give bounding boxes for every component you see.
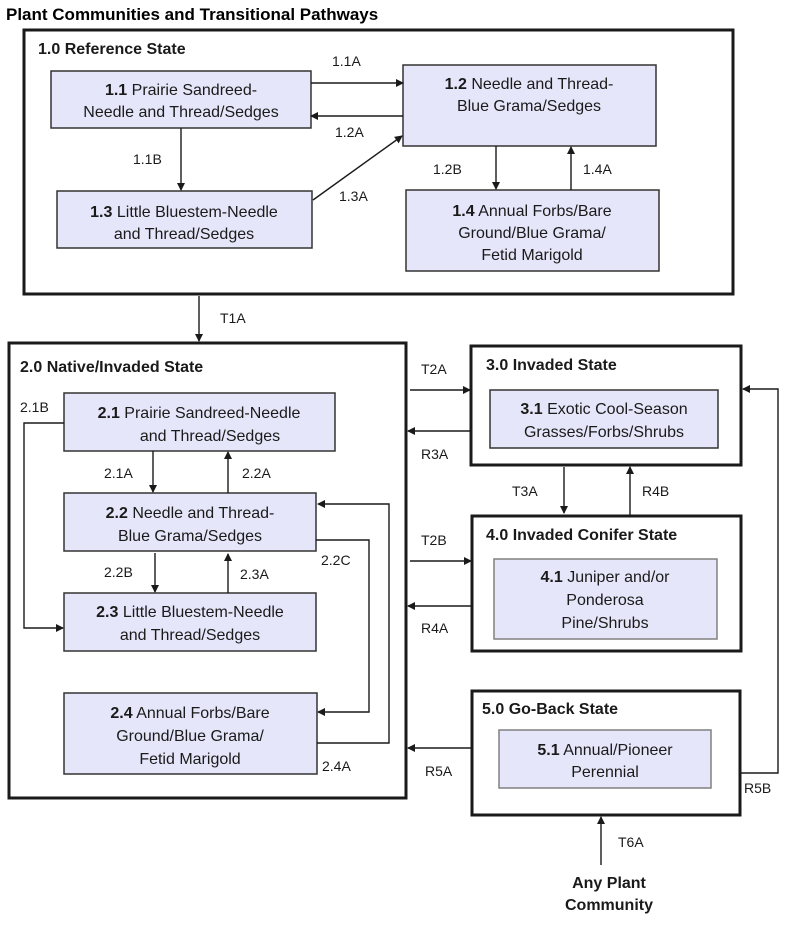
label-1-1B: 1.1B <box>133 151 162 167</box>
community-5-1-line1: Annual/Pioneer <box>563 742 673 759</box>
community-3-1-number: 3.1 <box>520 401 542 418</box>
label-R4B: R4B <box>642 483 669 499</box>
community-4-1-line1: Juniper and/or <box>567 569 670 586</box>
community-1-2-line1: Needle and Thread- <box>471 76 613 93</box>
community-4-1[interactable]: 4.1 Juniper and/or Ponderosa Pine/Shrubs <box>493 558 718 640</box>
arrow-1-3A <box>312 135 403 201</box>
label-T2A: T2A <box>421 361 447 377</box>
svg-text:3.1 Exotic Cool-Season: 3.1 Exotic Cool-Season <box>520 401 687 418</box>
state-1-title: 1.0 Reference State <box>38 41 186 58</box>
arrow-2-4A <box>317 500 390 744</box>
diagram-title: Plant Communities and Transitional Pathw… <box>6 5 378 24</box>
label-1-4A: 1.4A <box>583 161 612 177</box>
community-2-4-line2: Ground/Blue Grama/ <box>116 728 264 745</box>
svg-text:4.1 Juniper and/or: 4.1 Juniper and/or <box>541 569 671 586</box>
community-2-3[interactable]: 2.3 Little Bluestem-Needle and Thread/Se… <box>63 592 317 652</box>
community-4-1-line3: Pine/Shrubs <box>561 615 648 632</box>
community-1-3-line2: and Thread/Sedges <box>114 226 254 243</box>
label-2-2B: 2.2B <box>104 564 133 580</box>
label-T3A: T3A <box>512 483 538 499</box>
community-2-2-number: 2.2 <box>106 505 128 522</box>
community-2-4-line3: Fetid Marigold <box>139 751 240 768</box>
label-2-2A: 2.2A <box>242 465 271 481</box>
label-2-1B: 2.1B <box>20 399 49 415</box>
arrow-2-2C <box>316 539 370 716</box>
label-T1A: T1A <box>220 310 246 326</box>
svg-text:1.4 Annual Forbs/Bare: 1.4 Annual Forbs/Bare <box>452 203 611 220</box>
community-1-3[interactable]: 1.3 Little Bluestem-Needle and Thread/Se… <box>56 190 313 249</box>
community-2-1-line1: Prairie Sandreed-Needle <box>124 405 300 422</box>
community-2-3-line2: and Thread/Sedges <box>120 627 260 644</box>
community-2-4-number: 2.4 <box>110 705 132 722</box>
label-2-3A: 2.3A <box>240 566 269 582</box>
state-1-reference: 1.0 Reference State 1.1 Prairie Sandreed… <box>22 28 735 296</box>
label-R4A: R4A <box>421 620 449 636</box>
label-1-2A: 1.2A <box>335 124 364 140</box>
label-1-1A: 1.1A <box>332 53 361 69</box>
community-2-2-line1: Needle and Thread- <box>132 505 274 522</box>
community-1-1-number: 1.1 <box>105 82 127 99</box>
community-2-2-line2: Blue Grama/Sedges <box>118 528 262 545</box>
community-2-1[interactable]: 2.1 Prairie Sandreed-Needle and Thread/S… <box>63 392 336 452</box>
arrow-2-1B <box>23 422 64 632</box>
community-1-2-line2: Blue Grama/Sedges <box>457 98 601 115</box>
community-1-1[interactable]: 1.1 Prairie Sandreed- Needle and Thread/… <box>50 70 312 129</box>
community-2-4[interactable]: 2.4 Annual Forbs/Bare Ground/Blue Grama/… <box>63 692 318 775</box>
community-1-4-line1: Annual Forbs/Bare <box>478 203 612 220</box>
community-1-1-line2: Needle and Thread/Sedges <box>83 104 278 121</box>
community-5-1-line2: Perennial <box>571 764 639 781</box>
community-1-2-number: 1.2 <box>445 76 467 93</box>
state-2-native-invaded: 2.0 Native/Invaded State 2.1 Prairie San… <box>7 341 408 800</box>
community-3-1[interactable]: 3.1 Exotic Cool-Season Grasses/Forbs/Shr… <box>489 389 719 449</box>
state-3-title: 3.0 Invaded State <box>486 357 617 374</box>
label-2-4A: 2.4A <box>322 758 351 774</box>
label-T6A: T6A <box>618 834 644 850</box>
community-5-1-number: 5.1 <box>537 742 559 759</box>
community-1-3-line1: Little Bluestem-Needle <box>117 204 278 221</box>
community-1-2[interactable]: 1.2 Needle and Thread- Blue Grama/Sedges <box>402 64 657 147</box>
state-2-title: 2.0 Native/Invaded State <box>20 359 203 376</box>
community-5-1[interactable]: 5.1 Annual/Pioneer Perennial <box>498 729 712 789</box>
label-T2B: T2B <box>421 532 447 548</box>
community-1-4-line3: Fetid Marigold <box>481 247 582 264</box>
community-2-1-line2: and Thread/Sedges <box>140 428 280 445</box>
state-4-title: 4.0 Invaded Conifer State <box>486 527 677 544</box>
svg-text:2.1 Prairie Sandreed-Needle: 2.1 Prairie Sandreed-Needle <box>98 405 301 422</box>
community-4-1-number: 4.1 <box>541 569 563 586</box>
community-4-1-line2: Ponderosa <box>566 592 643 609</box>
community-3-1-line1: Exotic Cool-Season <box>547 401 688 418</box>
svg-text:2.3 Little Bluestem-Needle: 2.3 Little Bluestem-Needle <box>96 604 284 621</box>
svg-text:1.3 Little Bluestem-Needle: 1.3 Little Bluestem-Needle <box>90 204 278 221</box>
state-3-invaded: 3.0 Invaded State 3.1 Exotic Cool-Season… <box>469 344 743 467</box>
svg-text:2.4 Annual Forbs/Bare: 2.4 Annual Forbs/Bare <box>110 705 269 722</box>
label-1-2B: 1.2B <box>433 161 462 177</box>
community-2-3-line1: Little Bluestem-Needle <box>123 604 284 621</box>
community-2-2[interactable]: 2.2 Needle and Thread- Blue Grama/Sedges <box>63 492 317 552</box>
state-4-invaded-conifer: 4.0 Invaded Conifer State 4.1 Juniper an… <box>470 514 743 653</box>
community-1-4-number: 1.4 <box>452 203 474 220</box>
any-plant-community-line1: Any Plant <box>572 875 646 892</box>
label-2-2C: 2.2C <box>321 552 351 568</box>
any-plant-community-line2: Community <box>565 897 653 914</box>
community-2-4-line1: Annual Forbs/Bare <box>136 705 270 722</box>
state-5-title: 5.0 Go-Back State <box>482 701 618 718</box>
community-1-3-number: 1.3 <box>90 204 112 221</box>
community-1-4[interactable]: 1.4 Annual Forbs/Bare Ground/Blue Grama/… <box>405 189 660 272</box>
community-1-4-line2: Ground/Blue Grama/ <box>458 225 606 242</box>
label-1-3A: 1.3A <box>339 188 368 204</box>
label-R3A: R3A <box>421 446 449 462</box>
svg-text:1.2 Needle and Thread-: 1.2 Needle and Thread- <box>445 76 614 93</box>
arrow-R5B <box>741 385 779 774</box>
community-2-1-number: 2.1 <box>98 405 120 422</box>
svg-text:5.1 Annual/Pioneer: 5.1 Annual/Pioneer <box>537 742 673 759</box>
label-2-1A: 2.1A <box>104 465 133 481</box>
community-2-3-number: 2.3 <box>96 604 118 621</box>
svg-text:2.2 Needle and Thread-: 2.2 Needle and Thread- <box>106 505 275 522</box>
svg-text:1.1 Prairie Sandreed-: 1.1 Prairie Sandreed- <box>105 82 257 99</box>
community-3-1-line2: Grasses/Forbs/Shrubs <box>524 424 684 441</box>
label-R5A: R5A <box>425 763 453 779</box>
state-5-go-back: 5.0 Go-Back State 5.1 Annual/Pioneer Per… <box>470 689 742 817</box>
community-1-1-line1: Prairie Sandreed- <box>132 82 257 99</box>
label-R5B: R5B <box>744 780 771 796</box>
